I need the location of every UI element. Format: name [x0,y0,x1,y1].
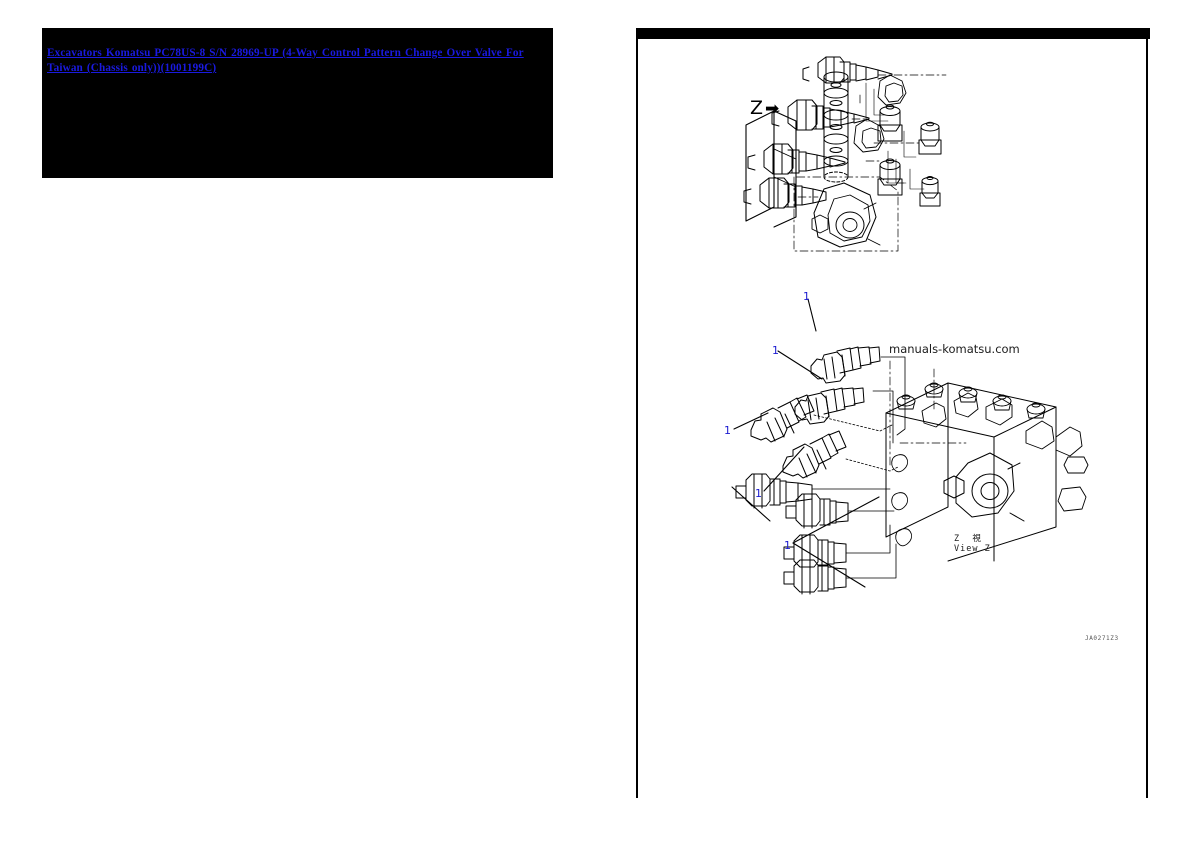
title-block: Excavators Komatsu PC78US-8 S/N 28969-UP… [42,28,553,178]
view-caption-japanese: Z 視 [954,534,982,544]
callout-1-b: 1 [772,344,779,357]
diagram-canvas: 1 1 1 1 1 Z➡ manuals-komatsu.com Z 視 Vie… [638,39,1150,796]
callout-1-e: 1 [784,539,791,552]
view-caption-english: View Z [954,544,991,554]
lower-exploded-figure [731,298,1089,595]
right-arrow-icon: ➡ [765,99,782,119]
left-pane: Excavators Komatsu PC78US-8 S/N 28969-UP… [42,28,553,178]
top-assembly-figure [743,56,947,252]
watermark-text: manuals-komatsu.com [889,342,1020,356]
view-direction-z-label: Z➡ [750,97,781,119]
parts-diagram-page: 1 1 1 1 1 Z➡ manuals-komatsu.com Z 視 Vie… [636,28,1150,798]
view-direction-letter: Z [750,97,766,119]
diagram-header-bar [638,28,1150,39]
callout-1-a: 1 [803,290,810,303]
drawing-reference-code: JA0271Z3 [1085,635,1119,642]
view-z-caption: Z 視 View Z [954,534,991,554]
callout-1-d: 1 [755,487,762,500]
parts-catalog-title-link[interactable]: Excavators Komatsu PC78US-8 S/N 28969-UP… [47,47,524,74]
technical-parts-drawing: 1 1 1 1 1 [724,56,1089,595]
callout-1-c: 1 [724,424,731,437]
